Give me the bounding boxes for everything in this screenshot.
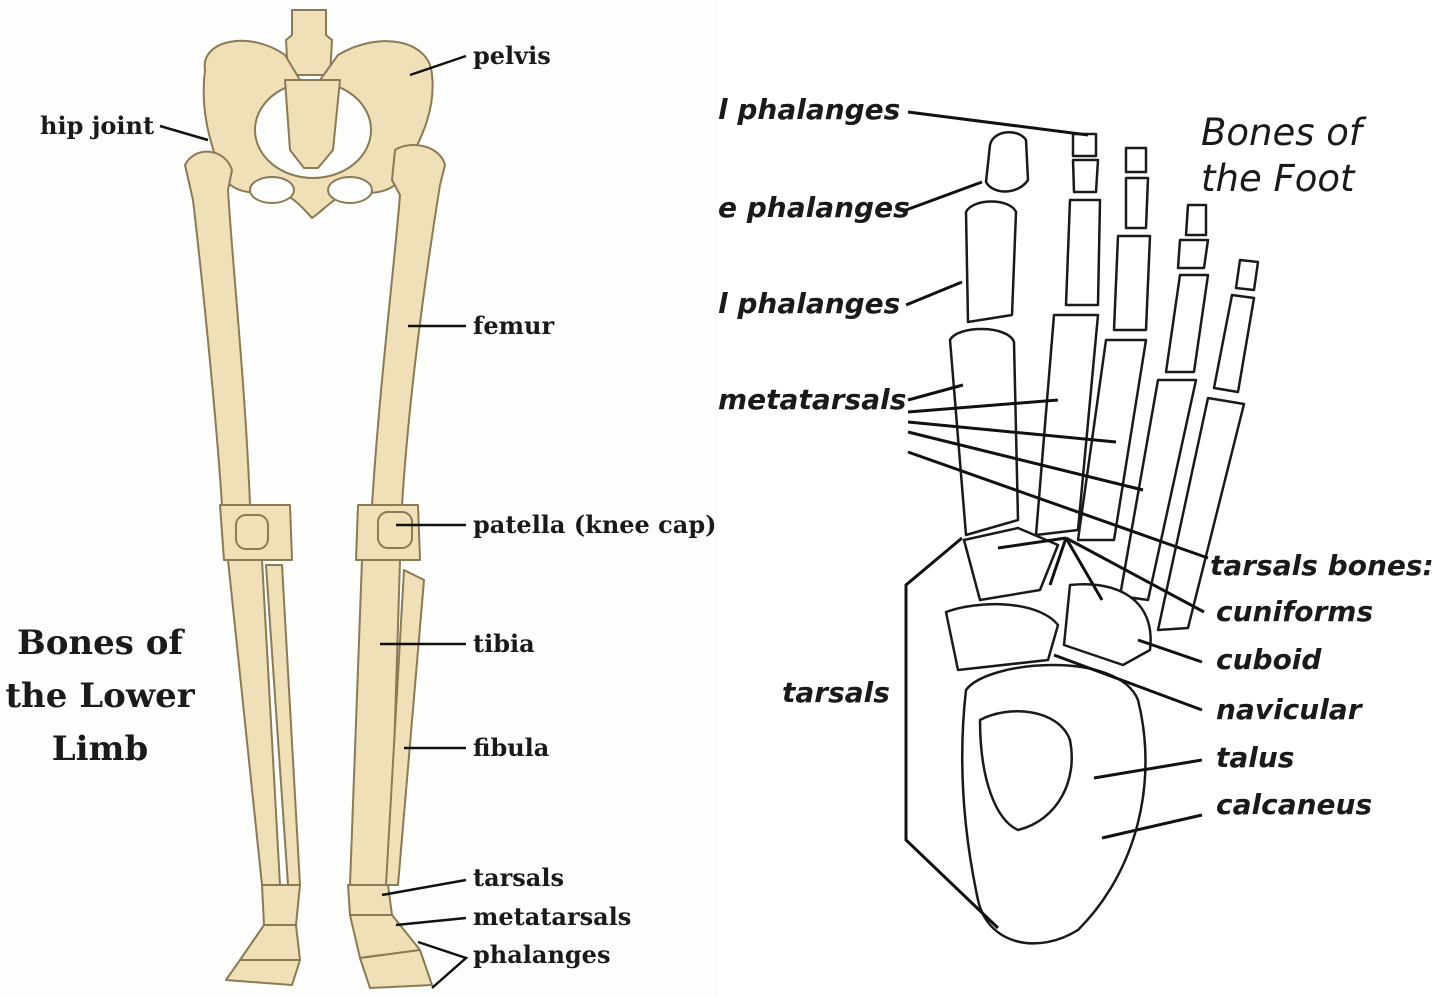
distal-phalanges-leader	[908, 112, 1088, 135]
toe3-middle	[1126, 178, 1148, 228]
toe5-distal	[1236, 260, 1258, 290]
label-hip-joint: hip joint	[40, 114, 154, 138]
label-calcaneus: calcaneus	[1216, 791, 1372, 819]
foot-left-metatarsals	[240, 925, 300, 960]
obturator-right	[328, 177, 372, 203]
proximal-phalanges-leader	[906, 282, 962, 305]
toe4-proximal	[1166, 275, 1208, 372]
label-tarsal-bones-heading: tarsals bones:	[1210, 552, 1434, 580]
label-metatarsals: metatarsals	[718, 386, 906, 414]
toe4-middle	[1178, 240, 1208, 268]
label-talus: talus	[1216, 744, 1294, 772]
cuneiforms	[964, 528, 1058, 600]
toe3-proximal	[1114, 236, 1150, 330]
label-patella: patella (knee cap)	[473, 513, 716, 537]
lower-limb-title: Bones of the Lower Limb	[0, 617, 200, 776]
hip-joint-leader	[160, 126, 208, 140]
label-proximal-phalanges: l phalanges	[718, 290, 900, 318]
label-middle-phalanges: e phalanges	[718, 194, 910, 222]
label-cuniforms: cuniforms	[1216, 598, 1373, 626]
label-femur: femur	[473, 314, 554, 338]
label-distal-phalanges: l phalanges	[718, 96, 900, 124]
foot-right-toes	[360, 950, 432, 988]
foot-title-line-1: Bones of	[1201, 110, 1362, 156]
obturator-left	[250, 177, 294, 203]
label-fibula: fibula	[473, 736, 549, 760]
foot-right-tarsals	[348, 885, 392, 915]
patella-left	[236, 515, 268, 549]
toe2-proximal	[1066, 200, 1100, 305]
label-navicular: navicular	[1216, 696, 1362, 724]
foot-left-toes	[226, 960, 300, 985]
toe2-middle	[1073, 160, 1098, 192]
label-tibia: tibia	[473, 632, 535, 656]
toe4-distal	[1186, 205, 1206, 235]
femur-left	[185, 152, 250, 505]
toe2-distal	[1073, 134, 1096, 156]
foot-left-tarsals	[262, 885, 300, 925]
foot-title: Bones of the Foot	[1201, 110, 1362, 202]
lower-limb-title-line-2: the Lower	[0, 670, 200, 723]
lower-limb-title-line-1: Bones of	[0, 617, 200, 670]
label-tarsals: tarsals	[473, 866, 564, 890]
metatarsals-leader	[396, 918, 466, 925]
lumbar-spine	[286, 10, 332, 75]
toe3-distal	[1126, 148, 1146, 172]
label-pelvis: pelvis	[473, 44, 551, 68]
lower-limb-title-line-3: Limb	[0, 723, 200, 776]
label-cuboid: cuboid	[1216, 646, 1321, 674]
lower-limb-illustration	[0, 0, 718, 997]
foot-title-line-2: the Foot	[1201, 156, 1362, 202]
label-phalanges: phalanges	[473, 943, 610, 967]
big-toe-proximal	[966, 202, 1016, 323]
label-metatarsals: metatarsals	[473, 905, 631, 929]
toe5-proximal	[1214, 295, 1254, 392]
lower-limb-diagram: Bones of the Lower Limb pelvis hip joint…	[0, 0, 718, 997]
navicular	[946, 604, 1058, 670]
foot-bones-diagram: Bones of the Foot l phalanges e phalange…	[718, 0, 1439, 997]
patella-right	[378, 512, 412, 548]
big-toe-distal	[986, 132, 1028, 191]
label-tarsals: tarsals	[782, 679, 890, 707]
